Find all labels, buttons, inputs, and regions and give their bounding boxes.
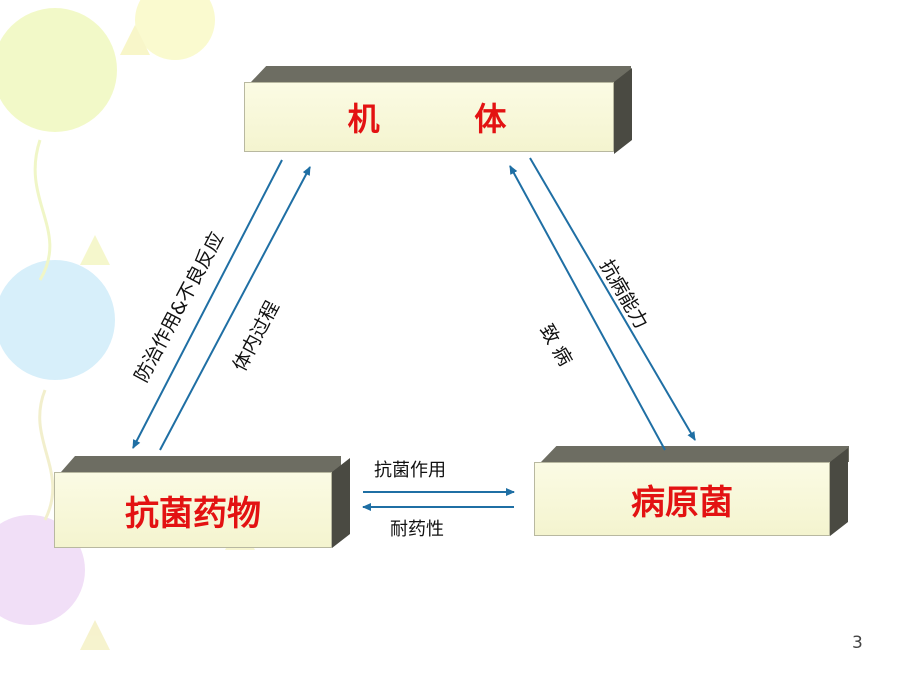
node-body-label: 机 体 bbox=[347, 100, 511, 138]
page-number: 3 bbox=[852, 633, 863, 653]
confetti-shape bbox=[80, 235, 110, 265]
confetti-shape bbox=[80, 620, 110, 650]
arrow-body-to-drug bbox=[132, 159, 283, 449]
balloon-string bbox=[33, 139, 52, 281]
label-pathogen-to-drug: 耐药性 bbox=[390, 519, 444, 540]
balloon-yellow-small bbox=[135, 0, 215, 60]
node-pathogen-label: 病原菌 bbox=[631, 482, 733, 523]
arrow-pathogen-to-body bbox=[509, 165, 666, 451]
label-drug-to-pathogen: 抗菌作用 bbox=[374, 460, 446, 481]
balloon-string-2 bbox=[38, 389, 55, 521]
arrow-drug-to-body bbox=[159, 166, 311, 451]
balloon-yellow bbox=[0, 8, 117, 132]
confetti-shape bbox=[120, 25, 150, 55]
arrow-body-to-pathogen bbox=[529, 157, 696, 441]
node-drug-label: 抗菌药物 bbox=[125, 493, 261, 534]
balloon-blue bbox=[0, 260, 115, 380]
